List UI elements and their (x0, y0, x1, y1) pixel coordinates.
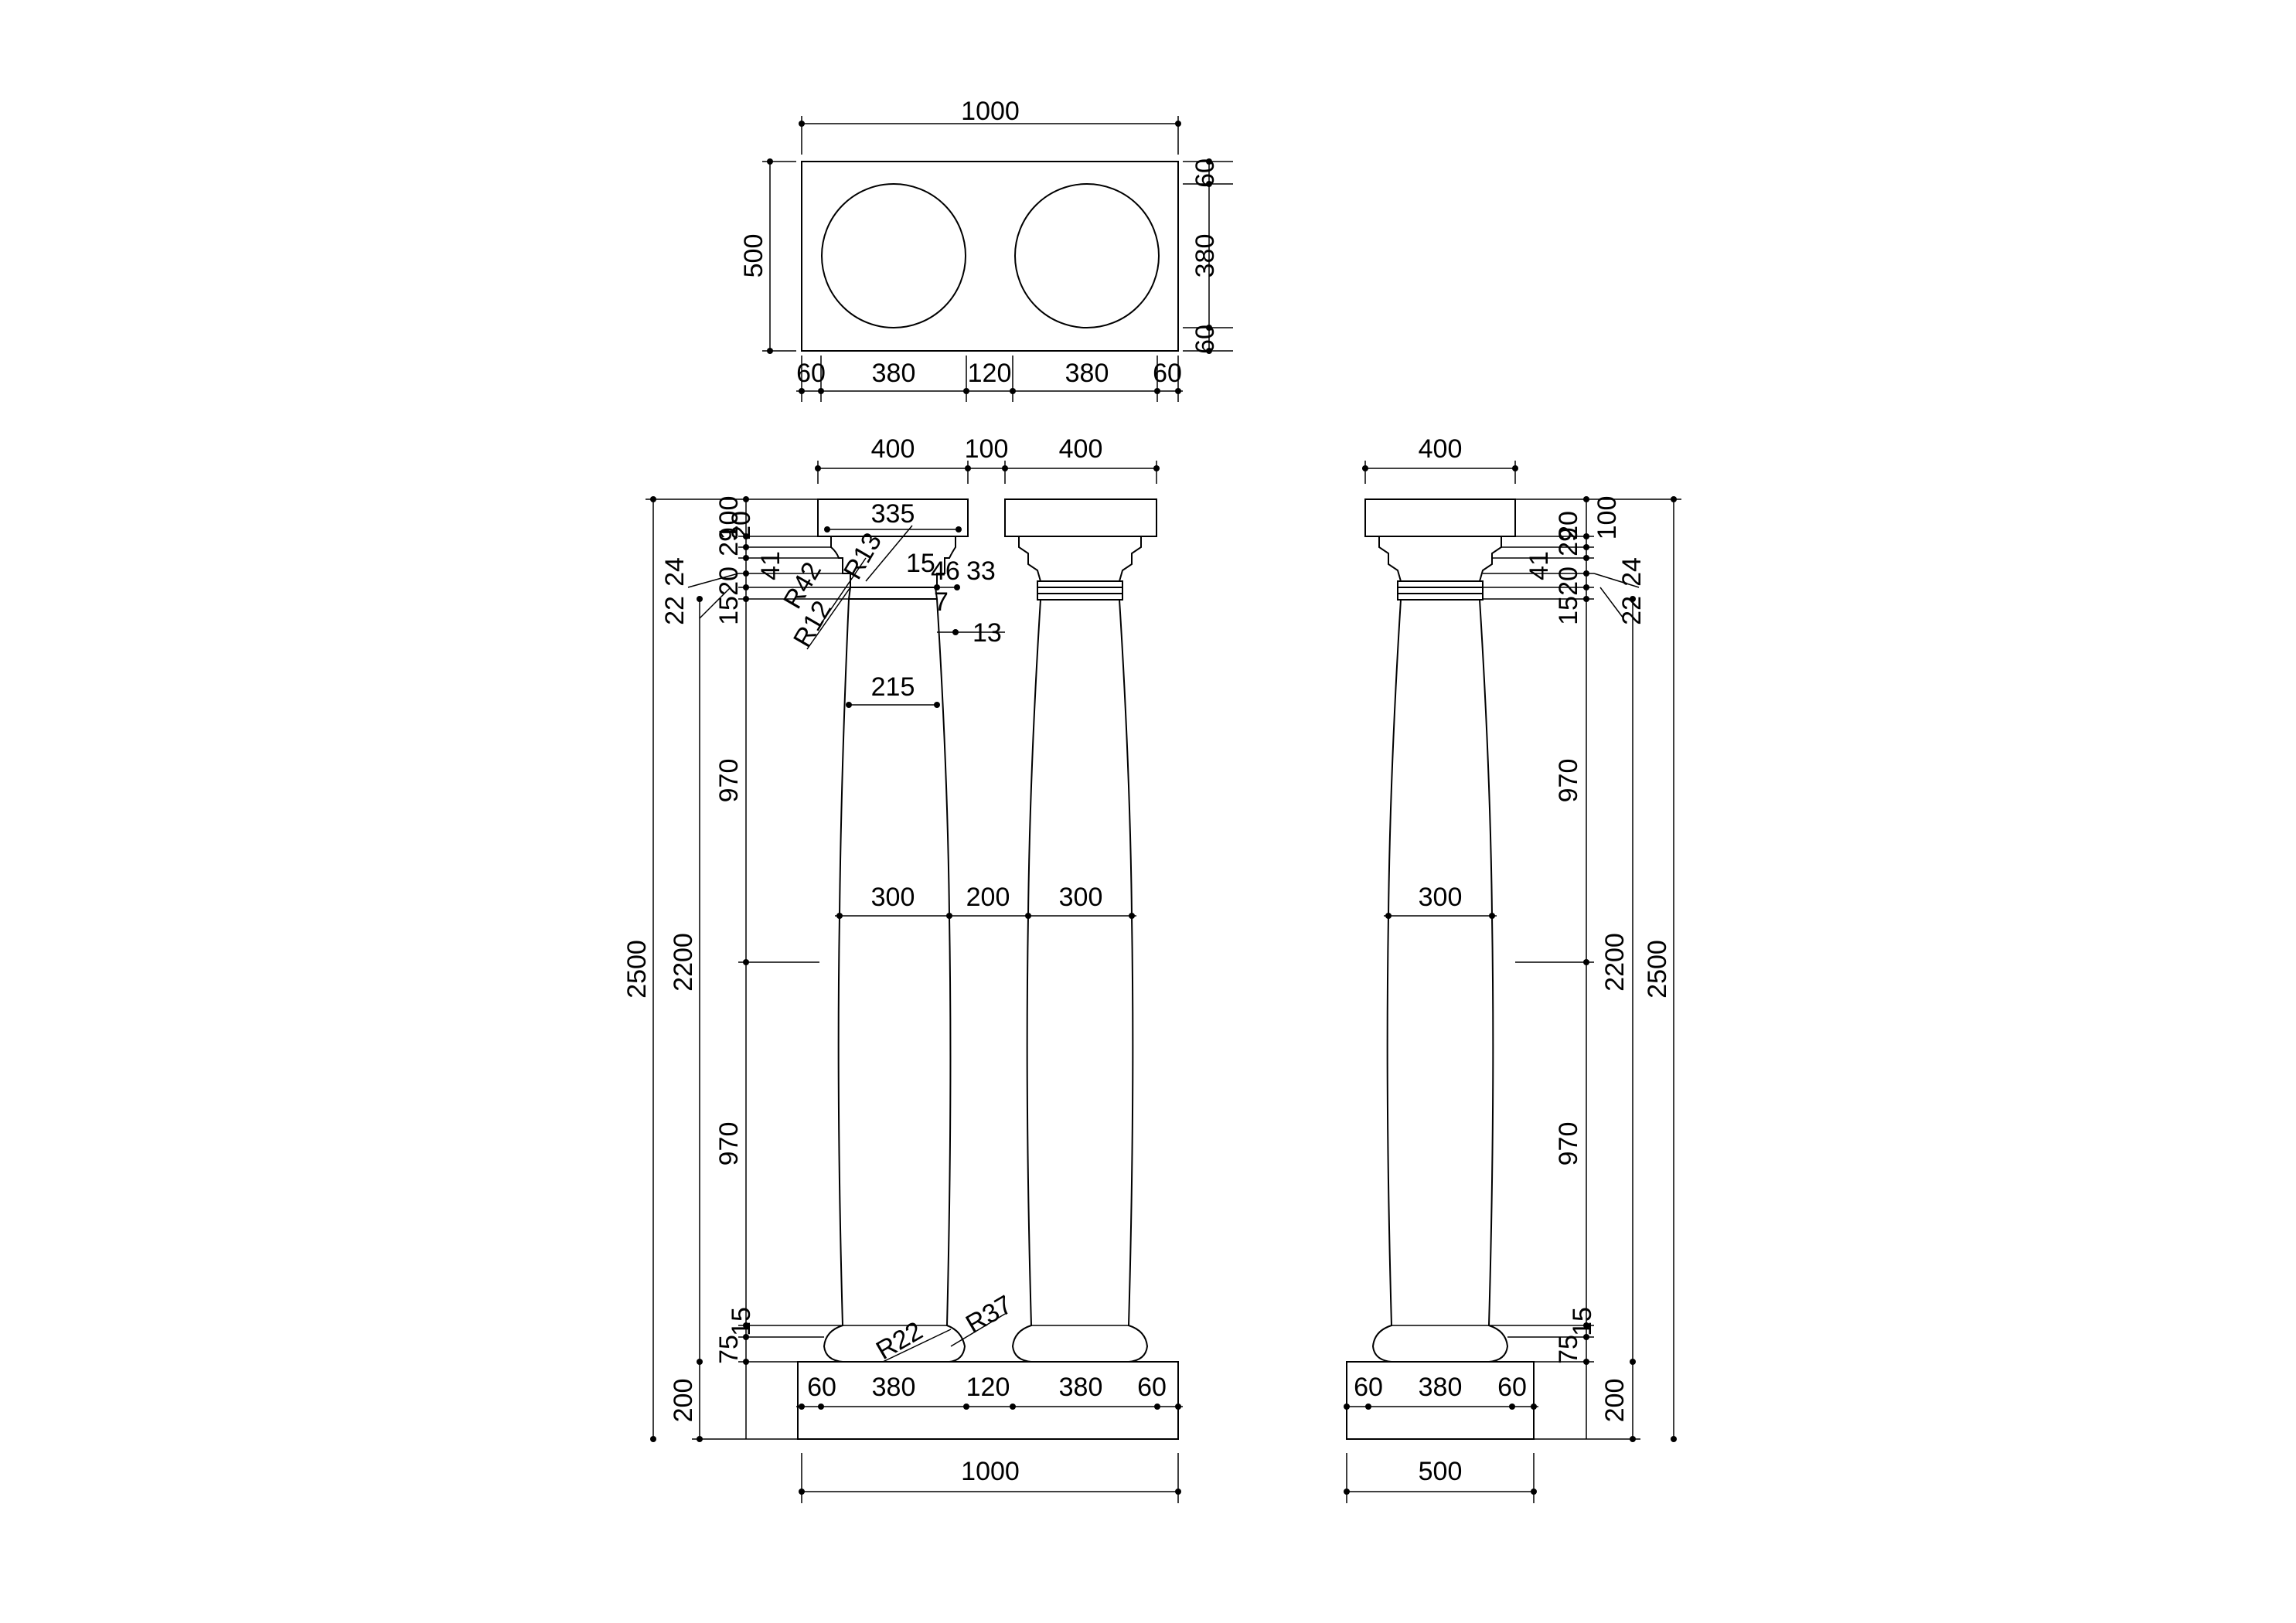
side-plinth-height: 200 (1600, 1379, 1630, 1423)
front-column-left: 335 (817, 498, 969, 1363)
side-chain-100: 100 (1593, 496, 1622, 540)
front-plinth-height: 200 (669, 1379, 698, 1423)
front-inner-24: 24 (660, 557, 690, 587)
front-chain-970a: 970 (714, 759, 744, 803)
plan-view: 1000 500 60 380 60 60 380 120 380 60 (739, 97, 1233, 402)
front-base-part-5: 60 (1137, 1373, 1167, 1402)
plan-depth-part-2: 380 (1191, 234, 1220, 278)
front-mid-height: 2200 (669, 933, 698, 992)
side-chain-970a: 970 (1554, 759, 1583, 803)
front-top-dim-3: 400 (1059, 434, 1103, 464)
front-chain-970b: 970 (714, 1122, 744, 1166)
front-base-part-4: 380 (1059, 1373, 1103, 1402)
side-base-part-3: 60 (1497, 1373, 1527, 1402)
front-chain-100: 100 (714, 496, 744, 540)
small-dim-33: 33 (966, 556, 996, 586)
front-mid-width-right: 300 (1059, 883, 1103, 912)
small-dim-46: 46 (931, 556, 960, 586)
front-gap-label: 200 (966, 883, 1010, 912)
front-chain-15: 15 (714, 596, 744, 625)
radius-r37: R37 (961, 1290, 1017, 1339)
plan-width-label: 1000 (961, 97, 1020, 126)
side-elevation: 400 300 60 380 60 500 (1344, 434, 1681, 1503)
plan-width-part-3: 120 (968, 359, 1012, 388)
plan-outline (801, 161, 1179, 352)
plan-column-right (1014, 183, 1160, 328)
front-plinth (797, 1361, 1179, 1440)
side-base-part-1: 60 (1354, 1373, 1383, 1402)
front-chain-29: 29 (714, 527, 744, 556)
small-dim-7: 7 (934, 587, 949, 617)
side-column (1364, 498, 1516, 1363)
front-base-part-3: 120 (966, 1373, 1010, 1402)
plan-depth-part-1: 60 (1191, 158, 1220, 188)
abacus-width-label: 335 (871, 499, 915, 529)
side-chain-41: 41 (1524, 551, 1554, 580)
side-chain-29: 29 (1554, 527, 1583, 556)
small-dim-15: 15 (906, 549, 935, 578)
front-mid-width-left: 300 (871, 883, 915, 912)
radius-r22: R22 (871, 1316, 928, 1366)
side-total-height: 2500 (1643, 940, 1672, 999)
front-chain-20b: 20 (714, 567, 744, 596)
side-chain-970b: 970 (1554, 1122, 1583, 1166)
small-dim-13: 13 (973, 618, 1002, 648)
side-mid-height: 2200 (1600, 933, 1630, 992)
side-chain-20b: 20 (1554, 567, 1583, 596)
front-elevation: 400 100 400 335 215 (622, 434, 1183, 1503)
plan-width-part-2: 380 (872, 359, 916, 388)
side-chain-15b: 15 (1568, 1307, 1597, 1336)
plan-depth-part-3: 60 (1191, 325, 1220, 354)
front-total-height: 2500 (622, 940, 652, 999)
front-chain-75: 75 (714, 1335, 744, 1364)
plan-depth-label: 500 (739, 234, 768, 278)
side-chain-20a: 20 (1554, 511, 1583, 540)
side-plinth (1346, 1361, 1535, 1440)
front-base-part-1: 60 (807, 1373, 836, 1402)
front-overall-width: 1000 (961, 1457, 1020, 1486)
front-chain-20a: 20 (727, 511, 756, 540)
plan-column-left (821, 183, 966, 328)
neck-width-label: 215 (871, 672, 915, 702)
side-chain-75: 75 (1554, 1335, 1583, 1364)
front-top-dim-2: 100 (965, 434, 1009, 464)
plan-width-part-1: 60 (796, 359, 826, 388)
plan-width-part-5: 60 (1153, 359, 1182, 388)
plan-width-part-4: 380 (1065, 359, 1109, 388)
front-inner-22: 22 (660, 596, 690, 625)
front-chain-41: 41 (756, 551, 785, 580)
side-top-width: 400 (1419, 434, 1463, 464)
side-chain-15: 15 (1554, 596, 1583, 625)
front-base-part-2: 380 (872, 1373, 916, 1402)
front-column-right (1004, 498, 1157, 1363)
front-chain-15b: 15 (727, 1307, 756, 1336)
front-top-dim-1: 400 (871, 434, 915, 464)
side-base-part-2: 380 (1419, 1373, 1463, 1402)
side-overall-width: 500 (1419, 1457, 1463, 1486)
side-mid-width: 300 (1419, 883, 1463, 912)
